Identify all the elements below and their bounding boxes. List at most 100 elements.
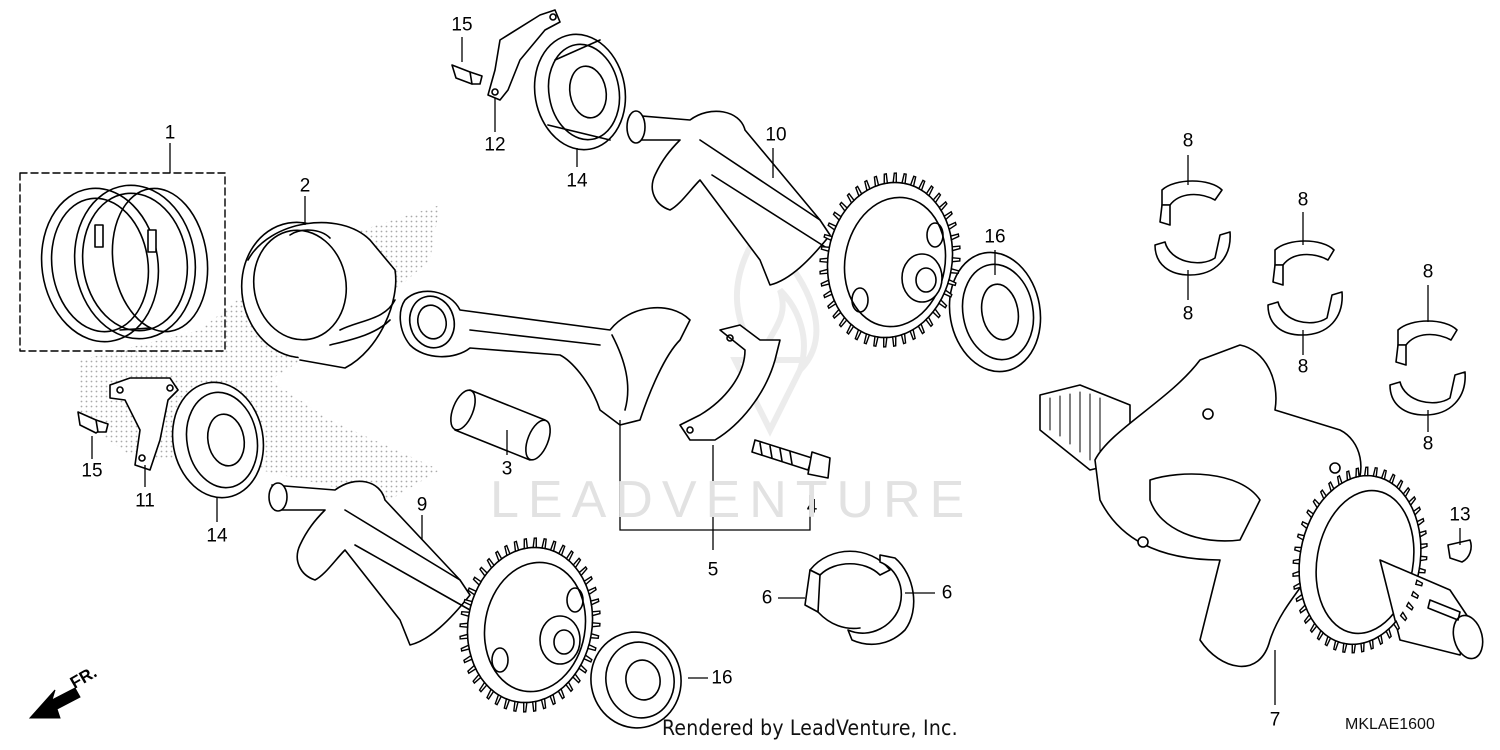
gear-tooth: [565, 680, 574, 693]
setting-plate-upper[interactable]: [487, 9, 561, 101]
callout-8-5: 8: [1422, 261, 1434, 283]
main-bearing-pair-3[interactable]: [1389, 320, 1466, 416]
gear-tooth: [951, 257, 961, 263]
gear-tooth: [523, 538, 529, 550]
gear-tooth: [1292, 570, 1300, 578]
gear-tooth: [1293, 582, 1302, 590]
balancer-shaft-upper[interactable]: [626, 110, 831, 286]
gear-tooth: [947, 278, 957, 287]
gear-tooth: [1309, 622, 1318, 634]
gear-tooth: [917, 179, 926, 192]
gear-tooth: [459, 622, 469, 628]
gear-tooth: [590, 598, 600, 606]
gear-tooth: [486, 688, 495, 700]
callout-11: 11: [135, 490, 155, 512]
gear-tooth: [503, 698, 511, 710]
gear-tooth: [541, 537, 547, 550]
setting-plate-lower[interactable]: [109, 377, 179, 471]
callout-8-6: 8: [1422, 433, 1434, 455]
gear-tooth: [1368, 638, 1374, 650]
gear-tooth: [819, 257, 829, 263]
gear-tooth: [1377, 633, 1384, 646]
rod-bolt[interactable]: [751, 439, 831, 479]
main-bearing-pair-2[interactable]: [1267, 240, 1343, 336]
piston-pin[interactable]: [446, 387, 555, 463]
gear-tooth: [950, 233, 960, 241]
gear-tooth: [1392, 619, 1401, 631]
callout-5: 5: [707, 559, 719, 581]
connecting-rod-cap[interactable]: [679, 324, 781, 441]
main-bearing-pair-1[interactable]: [1154, 180, 1231, 276]
diagram-code: MKLAE1600: [1345, 716, 1435, 733]
callout-7: 7: [1269, 709, 1281, 731]
gear-tooth: [1295, 593, 1304, 603]
callout-14-upper: 14: [566, 170, 588, 192]
gear-tooth: [472, 576, 482, 587]
bearing-14-upper[interactable]: [526, 27, 635, 157]
gear-teeth-crank: [1292, 466, 1428, 654]
gear-tooth: [1300, 520, 1310, 530]
gear-tooth: [1306, 509, 1315, 519]
woodruff-key[interactable]: [1447, 539, 1472, 563]
rod-bearing-upper[interactable]: [804, 550, 891, 630]
callout-8-1: 8: [1182, 130, 1194, 152]
crankshaft[interactable]: [1039, 344, 1487, 668]
gear-tooth: [1316, 629, 1325, 641]
gear-tooth: [478, 681, 488, 693]
piston-ring-set[interactable]: [19, 172, 226, 352]
bearing-16-lower[interactable]: [583, 625, 688, 735]
gear-tooth: [1412, 506, 1421, 517]
gear-tooth: [565, 550, 574, 562]
gear-tooth: [823, 289, 833, 299]
gear-tooth: [1293, 546, 1303, 553]
gear-tooth: [460, 610, 471, 618]
piston[interactable]: [231, 213, 397, 369]
gear-tooth: [820, 279, 830, 287]
gear-tooth: [531, 700, 537, 712]
gear-tooth: [820, 245, 831, 253]
gear-tooth: [1419, 555, 1428, 562]
gear-tooth: [572, 557, 582, 569]
gear-tooth: [479, 566, 489, 578]
gear-tooth: [578, 663, 588, 674]
rod-bearing-lower[interactable]: [847, 554, 915, 646]
bolt-upper[interactable]: [451, 64, 483, 85]
connecting-rod[interactable]: [399, 290, 691, 426]
gear-tooth: [459, 633, 469, 640]
gear-tooth: [1346, 470, 1352, 482]
gear-tooth: [1408, 495, 1417, 507]
gear-tooth: [823, 233, 833, 242]
bearing-16-upper[interactable]: [940, 245, 1049, 379]
bearing-14-lower[interactable]: [164, 375, 273, 505]
balancer-shaft-lower[interactable]: [268, 480, 471, 646]
gear-teeth-upper: [819, 172, 961, 348]
gear-tooth: [909, 328, 916, 341]
callout-8-3: 8: [1297, 189, 1309, 211]
bolt-lower[interactable]: [77, 411, 109, 434]
gear-tooth: [1399, 611, 1408, 622]
gear-tooth: [947, 221, 957, 231]
gear-tooth: [557, 544, 566, 557]
gear-tooth: [1405, 601, 1414, 611]
gear-tooth: [949, 267, 960, 275]
gear-tooth: [1360, 642, 1365, 653]
watermark-text: LEADVENTURE: [490, 471, 974, 529]
gear-tooth: [1417, 567, 1427, 574]
callout-9: 9: [416, 494, 428, 516]
gear-tooth: [1385, 627, 1392, 639]
gear-tooth: [504, 544, 511, 557]
gear-tooth: [591, 622, 601, 628]
callout-8-4: 8: [1297, 356, 1309, 378]
gear-tooth: [873, 175, 880, 188]
balancer-gear-upper[interactable]: [815, 172, 964, 347]
gear-tooth: [571, 672, 581, 684]
callout-13: 13: [1449, 504, 1471, 526]
balancer-gear-lower[interactable]: [455, 537, 604, 712]
gear-tooth: [583, 575, 593, 586]
gear-tooth: [854, 328, 863, 341]
callout-1: 1: [164, 122, 176, 144]
callout-15-lower: 15: [81, 460, 103, 482]
gear-tooth: [819, 268, 829, 275]
gear-tooth: [1418, 530, 1427, 538]
